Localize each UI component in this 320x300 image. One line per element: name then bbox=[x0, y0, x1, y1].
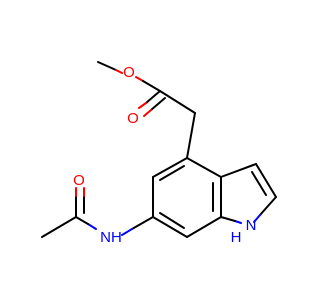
bond-ring-inner-c4-c5 bbox=[159, 165, 185, 181]
bond-ester-o-carbonyl-c-a bbox=[135, 76, 144, 82]
bond-ring-c3a-c4 bbox=[186, 157, 222, 178]
ester-oxygen-label: O bbox=[123, 64, 135, 81]
bond-ring-inner-c6-c7 bbox=[159, 212, 185, 229]
bond-pyrrole-n1-c7a-blue bbox=[234, 220, 242, 224]
bond-ring-c4-c5 bbox=[152, 157, 188, 178]
bond-pyrrole-n1-c7a bbox=[220, 216, 236, 222]
bond-ch2-ring bbox=[186, 112, 196, 159]
bond-ring-c7-c7a bbox=[186, 216, 222, 238]
atom-labels: O O O NH N H bbox=[73, 64, 256, 246]
bond-pyrrole-c2-n1 bbox=[259, 196, 277, 216]
amide-nh-label: NH bbox=[100, 229, 122, 246]
indole-n-label: N bbox=[246, 217, 257, 234]
indole-nh-hydrogen-label: H bbox=[231, 229, 242, 246]
bond-pyrrole-c3-c2 bbox=[255, 163, 277, 198]
molecule-structure: O O O NH N H bbox=[41, 61, 277, 246]
bond-pyrrole-c3a-c3 bbox=[220, 163, 257, 178]
bond-carbonyl-double-a-red bbox=[138, 102, 147, 109]
bond-methyl-ester-o bbox=[97, 61, 117, 71]
bond-ester-o-carbonyl-c-b bbox=[142, 80, 161, 92]
bond-nh-acyl-blue bbox=[87, 223, 97, 230]
amide-oxygen-label: O bbox=[73, 172, 85, 189]
bond-carbonyl-double-a bbox=[145, 90, 161, 104]
bond-c6-nh-blue bbox=[121, 228, 133, 236]
bond-ring-c6-c7 bbox=[152, 216, 188, 238]
bond-nh-acyl bbox=[75, 216, 89, 225]
bond-c6-nh bbox=[131, 216, 154, 230]
bond-carbonyl-double-b bbox=[150, 97, 166, 111]
bond-ester-o-methyl bbox=[115, 69, 123, 74]
bonds bbox=[41, 61, 277, 238]
bond-acyl-methyl bbox=[41, 216, 77, 238]
bond-carbonyl-double-b-red bbox=[143, 109, 152, 117]
bond-pyrrole-inner-c3-c2 bbox=[251, 171, 267, 196]
bond-pyrrole-c2-n1-blue bbox=[253, 214, 261, 223]
carbonyl-oxygen-label: O bbox=[127, 110, 139, 127]
bond-carbonyl-ch2 bbox=[159, 90, 196, 114]
